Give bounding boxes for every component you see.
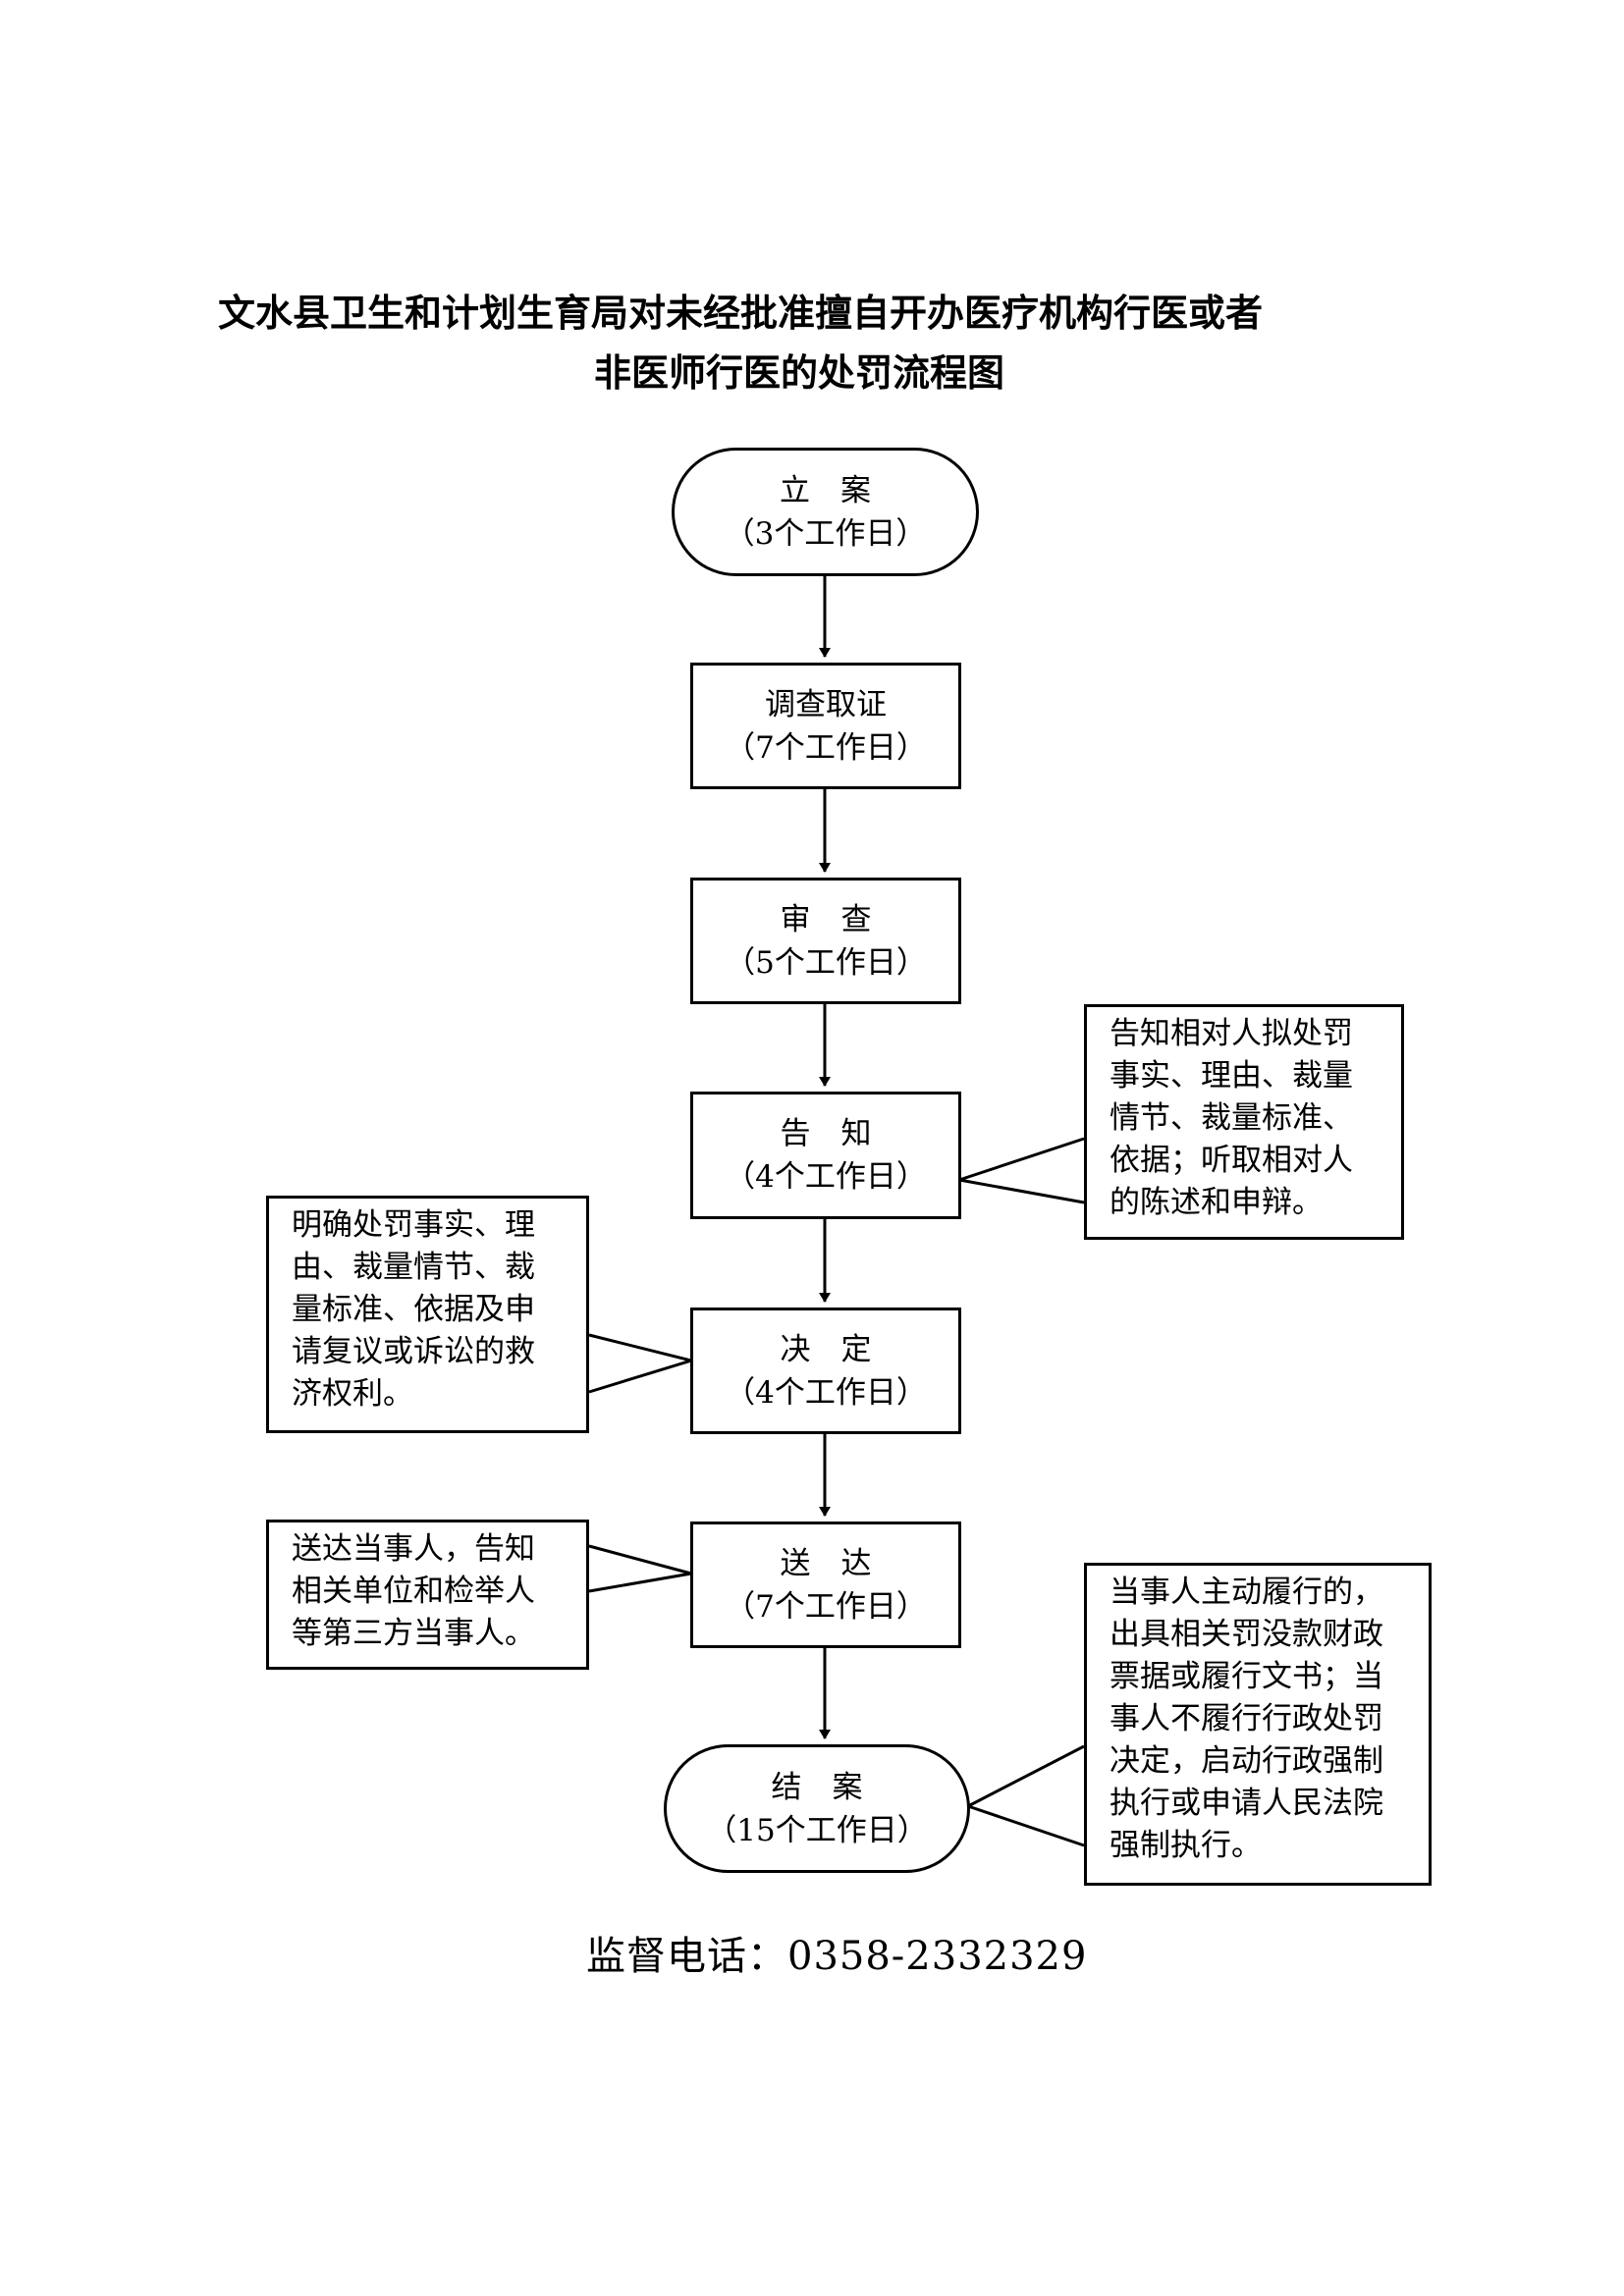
note-line: 的陈述和申辩。 (1110, 1185, 1323, 1220)
step-duration: （7个工作日） (725, 1588, 927, 1625)
note-decide: 明确处罚事实、理 由、裁量情节、裁 量标准、依据及申 请复议或诉讼的救 济权利。 (266, 1196, 589, 1433)
supervision-phone: 监督电话：0358-2332329 (586, 1934, 1088, 1979)
note-line: 等第三方当事人。 (292, 1616, 535, 1651)
title-line-1: 文水县卫生和计划生育局对未经批准擅自开办医疗机构行医或者 (218, 292, 1264, 335)
step-duration: （4个工作日） (725, 1374, 927, 1411)
note-line: 强制执行。 (1110, 1828, 1262, 1863)
note-line: 出具相关罚没款财政 (1110, 1617, 1383, 1652)
step-name: 审 查 (780, 901, 872, 937)
note-notify: 告知相对人拟处罚 事实、理由、裁量 情节、裁量标准、 依据；听取相对人 的陈述和… (1084, 1004, 1404, 1240)
note-line: 济权利。 (292, 1376, 413, 1412)
step-name: 告 知 (780, 1116, 872, 1151)
note-line: 由、裁量情节、裁 (292, 1250, 535, 1285)
step-name: 决 定 (780, 1331, 872, 1367)
step-deliver: 送 达 （7个工作日） (690, 1522, 961, 1648)
step-name: 结 案 (771, 1769, 863, 1805)
note-line: 票据或履行文书；当 (1110, 1659, 1383, 1694)
note-line: 决定，启动行政强制 (1110, 1743, 1383, 1779)
step-duration: （3个工作日） (724, 515, 927, 552)
callout-decide (588, 1333, 697, 1394)
step-close-case: 结 案 （15个工作日） (664, 1744, 970, 1873)
step-duration: （15个工作日） (706, 1812, 928, 1848)
callout-notify (958, 1137, 1085, 1204)
callout-deliver (588, 1544, 692, 1593)
note-line: 事人不履行行政处罚 (1110, 1701, 1383, 1736)
note-line: 送达当事人，告知 (292, 1531, 535, 1567)
step-name: 调查取证 (765, 686, 887, 722)
note-line: 执行或申请人民法院 (1110, 1786, 1383, 1821)
note-line: 明确处罚事实、理 (292, 1207, 535, 1243)
callout-close (964, 1744, 1085, 1847)
step-file-case: 立 案 （3个工作日） (672, 448, 979, 576)
step-notify: 告 知 （4个工作日） (690, 1092, 961, 1219)
note-line: 当事人主动履行的， (1110, 1575, 1383, 1610)
step-investigate: 调查取证 （7个工作日） (690, 663, 961, 789)
note-line: 情节、裁量标准、 (1110, 1100, 1353, 1136)
step-duration: （5个工作日） (725, 944, 927, 981)
title-line-2: 非医师行医的处罚流程图 (594, 351, 1005, 395)
step-name: 送 达 (780, 1545, 872, 1581)
note-close: 当事人主动履行的， 出具相关罚没款财政 票据或履行文书；当 事人不履行行政处罚 … (1084, 1563, 1432, 1886)
note-line: 量标准、依据及申 (292, 1292, 535, 1327)
step-name: 立 案 (780, 472, 871, 508)
note-deliver: 送达当事人，告知 相关单位和检举人 等第三方当事人。 (266, 1520, 589, 1670)
note-line: 告知相对人拟处罚 (1110, 1016, 1353, 1051)
note-line: 事实、理由、裁量 (1110, 1058, 1353, 1094)
step-review: 审 查 （5个工作日） (690, 878, 961, 1004)
step-duration: （7个工作日） (725, 729, 927, 766)
note-line: 依据；听取相对人 (1110, 1143, 1353, 1178)
step-duration: （4个工作日） (725, 1159, 927, 1195)
note-line: 相关单位和检举人 (292, 1574, 535, 1609)
note-line: 请复议或诉讼的救 (292, 1334, 535, 1369)
step-decide: 决 定 （4个工作日） (690, 1308, 961, 1434)
